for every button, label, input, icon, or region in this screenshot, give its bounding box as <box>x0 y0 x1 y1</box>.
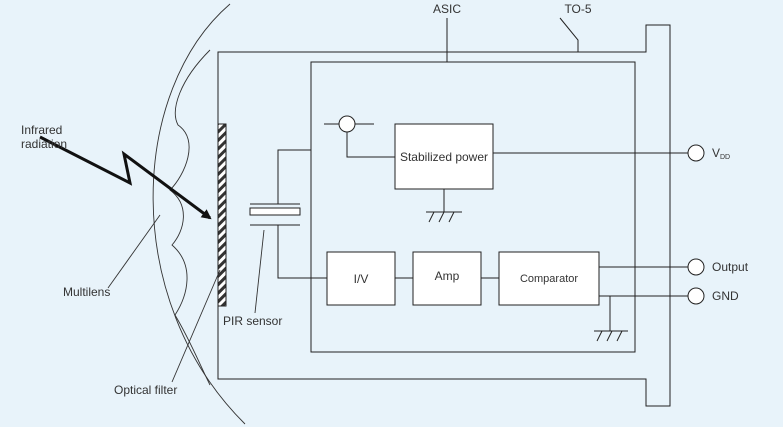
multilens-inner-contour <box>169 49 211 386</box>
asic-outline <box>310 61 636 353</box>
infrared-label-line1: Infrared <box>21 123 62 137</box>
vdd-label: V <box>712 146 720 160</box>
pir-sensor-leader <box>254 229 265 314</box>
vdd-terminal <box>687 144 705 162</box>
infrared-arrow <box>39 135 212 220</box>
gnd-label: GND <box>712 289 739 303</box>
to5-leader <box>559 17 579 52</box>
iv-block <box>326 251 396 306</box>
optical-filter-leader <box>171 269 221 383</box>
power-ground-tick <box>448 211 455 223</box>
output-terminal <box>687 258 705 276</box>
multilens-leader <box>107 214 161 289</box>
comparator-label: Comparator <box>520 273 578 285</box>
output-label: Output <box>712 260 749 274</box>
stabilized-power-block <box>394 123 494 190</box>
gnd-terminal <box>687 287 705 305</box>
optical-filter-bar <box>217 123 227 307</box>
comparator-block <box>498 251 600 306</box>
amp-label: Amp <box>435 269 460 283</box>
optical-filter-label: Optical filter <box>114 383 177 397</box>
to5-label: TO-5 <box>564 2 591 16</box>
amp-block <box>412 251 482 306</box>
gnd-ground-tick <box>596 330 603 342</box>
power-ground-tick <box>428 211 435 223</box>
multilens-outer-arc <box>152 3 246 425</box>
pir-lower-wire <box>277 225 327 279</box>
vdd-subscript: DD <box>720 154 730 161</box>
infrared-label-line2: radiation <box>21 137 67 151</box>
to5-package-outline <box>217 24 671 407</box>
ref-node-wire <box>346 132 395 158</box>
pir-sensor-element <box>249 207 301 216</box>
gnd-ground-tick <box>606 330 613 342</box>
asic-label: ASIC <box>433 2 461 16</box>
power-ground-tick <box>438 211 445 223</box>
pir-upper-wire <box>277 149 311 204</box>
pir-sensor-label: PIR sensor <box>223 314 282 328</box>
ref-node-circle <box>338 115 356 133</box>
stabilized-power-label: Stabilized power <box>400 150 488 164</box>
multilens-label: Multilens <box>63 285 110 299</box>
gnd-ground-tick <box>616 330 623 342</box>
iv-label: I/V <box>354 272 369 286</box>
